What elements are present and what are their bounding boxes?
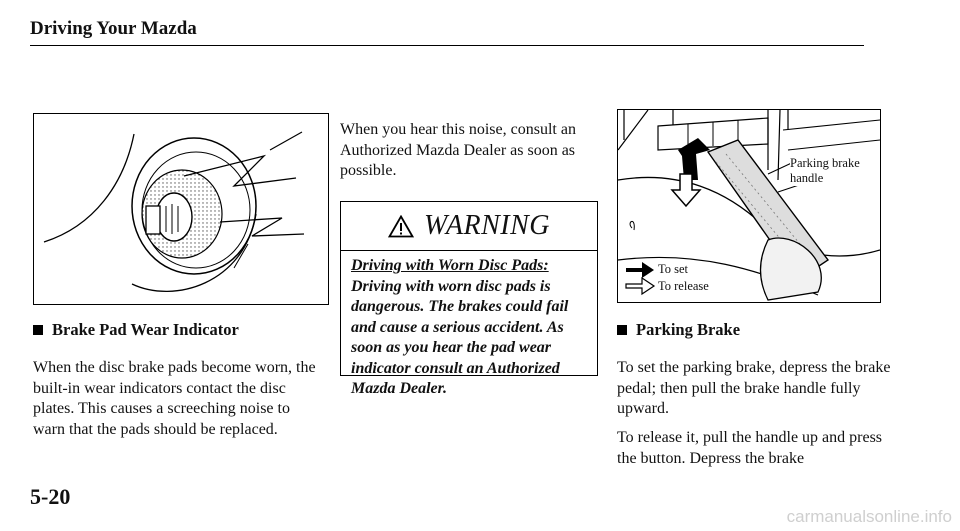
set-arrow-icon [678,138,710,180]
warning-box: WARNING Driving with Worn Disc Pads: Dri… [340,201,598,397]
legend-set-arrow-icon [626,262,654,278]
warning-body: Driving with Worn Disc Pads: Driving wit… [341,251,597,400]
brake-disc-figure [33,113,329,305]
parking-brake-heading-text: Parking Brake [636,320,741,339]
bullet-marker [617,325,627,335]
release-arrow-icon [670,173,702,208]
page-header-title: Driving Your Mazda [30,18,197,39]
parking-brake-figure: Parking brake handle To set To release [617,109,881,303]
header-rule [30,45,864,46]
bullet-marker [33,325,43,335]
brake-pad-heading: Brake Pad Wear Indicator [33,320,239,340]
warning-title: WARNING [424,210,550,241]
parking-brake-set-paragraph: To set the parking brake, depress the br… [617,359,891,417]
brake-disc-illustration [43,131,305,292]
legend-to-set: To set [658,262,689,277]
parking-brake-illustration [618,110,880,301]
brake-pad-paragraph: When the disc brake pads become worn, th… [33,359,316,438]
watermark: carmanualsonline.info [786,507,952,526]
warning-text: Driving with worn disc pads is dangerous… [351,277,569,398]
consult-dealer-paragraph: When you hear this noise, consult an Aut… [340,121,576,179]
parking-brake-callout-line1: Parking brake [790,156,860,171]
brake-pad-heading-text: Brake Pad Wear Indicator [52,320,239,339]
warning-header: WARNING [341,202,597,251]
legend-release-arrow-icon [625,276,656,296]
parking-brake-callout-line2: handle [790,171,824,186]
legend-to-release: To release [658,279,709,294]
parking-brake-heading: Parking Brake [617,320,740,340]
warning-subhead: Driving with Worn Disc Pads: [351,257,549,274]
page-number: 5-20 [30,484,71,509]
warning-triangle-icon [388,214,414,237]
parking-brake-release-paragraph: To release it, pull the handle up and pr… [617,429,883,467]
